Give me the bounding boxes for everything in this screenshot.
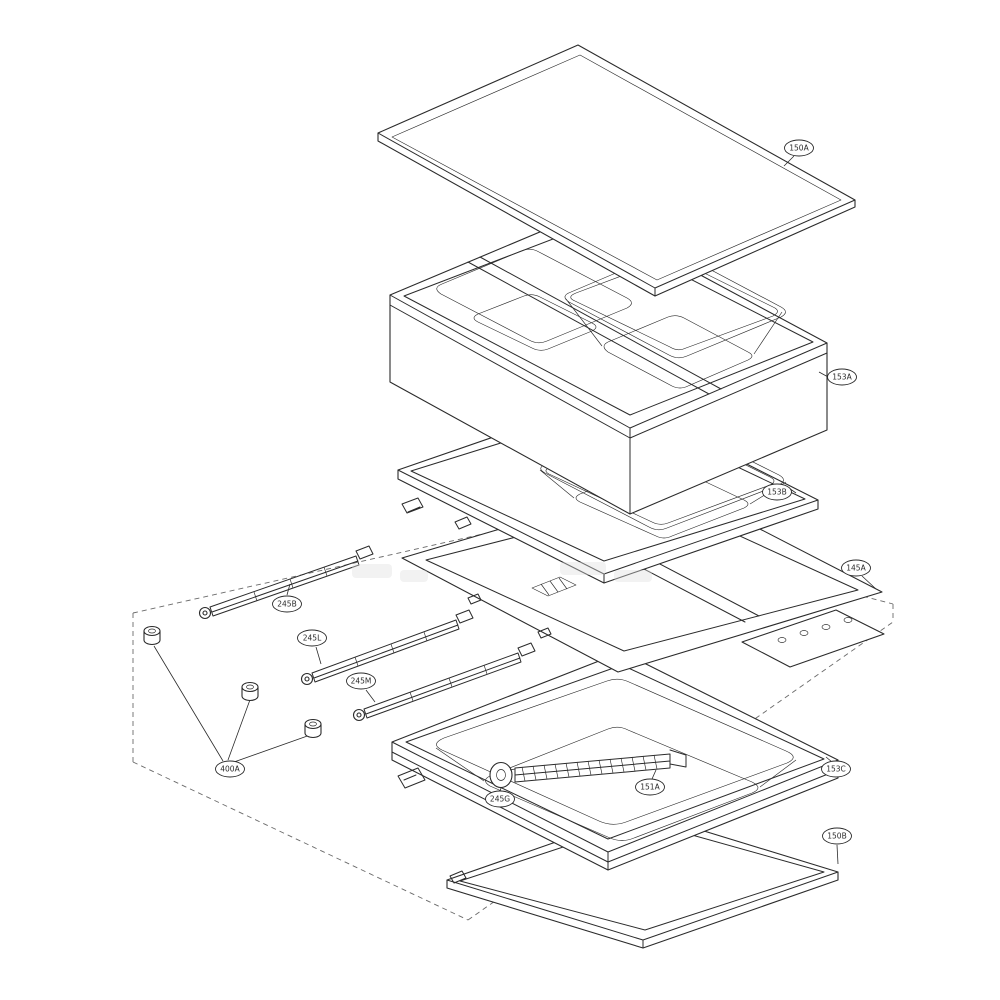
part-label-text: 153A (832, 373, 852, 382)
watermark-mark (614, 570, 652, 582)
leader-line (651, 769, 657, 780)
leader-line (365, 689, 376, 703)
callout-drawer-rail: 151A (635, 769, 665, 796)
drawer-roller (489, 761, 513, 789)
bottom-shelf-details (446, 820, 839, 949)
part-top-shelf (377, 44, 856, 297)
rail-middle-body (311, 609, 474, 683)
callout-bubble (784, 139, 814, 157)
callout-bubble (822, 827, 852, 845)
frame-hatch-and-holes (531, 576, 853, 643)
rail-upper-ticks (253, 566, 328, 602)
rail-upper-roller (198, 607, 212, 619)
callout-tray: 153B (762, 483, 797, 501)
part-label-text: 245G (490, 795, 510, 804)
part-label-text: 245M (351, 677, 372, 686)
callout-bubble (841, 559, 871, 577)
drawer-rail-body (514, 749, 687, 783)
part-rail-upper (198, 545, 374, 619)
bin-right-opening (564, 250, 786, 389)
part-label-text: 400A (220, 765, 240, 774)
callout-bubble (827, 368, 857, 386)
cap-3 (304, 718, 322, 739)
callout-bubble (297, 629, 327, 647)
part-label-text: 245B (277, 600, 296, 609)
leader-line (836, 844, 839, 865)
cap-1-detail (148, 628, 156, 634)
callout-drawer: 153C (821, 756, 851, 778)
part-caps (143, 625, 322, 763)
callout-bottom-shelf: 150B (822, 827, 852, 865)
drawer-rail-hatch (521, 754, 658, 782)
callout-rail-upper: 245B (272, 583, 302, 613)
lower-drawer-inner (435, 678, 797, 841)
part-label-text: 151A (640, 783, 660, 792)
callout-roller: 245G (485, 787, 515, 808)
rail-lower-body (363, 642, 536, 719)
part-drawer-rail (489, 749, 687, 789)
watermark-mark (352, 564, 392, 578)
leader-line (286, 583, 291, 596)
callout-bubble (635, 778, 665, 796)
rail-upper-body (209, 545, 374, 617)
rail-lower-ticks (409, 664, 488, 702)
callout-bubble (346, 672, 376, 690)
callout-frame: 145A (841, 559, 877, 590)
part-label-text: 145A (846, 564, 866, 573)
part-label-text: 150A (789, 144, 809, 153)
part-label-text: 153C (826, 765, 846, 774)
part-label-text: 150B (827, 832, 846, 841)
leader-line (783, 155, 795, 167)
leader-line (315, 646, 322, 665)
top-shelf-outline (377, 44, 856, 297)
part-bottom-shelf (446, 811, 839, 949)
part-label-text: 153B (767, 488, 786, 497)
cap-2 (241, 681, 259, 702)
cap-3-detail (309, 721, 317, 727)
watermark-mark (560, 562, 606, 575)
watermark-mark (400, 570, 428, 582)
part-rail-lower (352, 642, 536, 721)
rail-middle-ticks (354, 631, 428, 667)
lower-drawer-clip (397, 767, 426, 789)
callout-bubble (215, 760, 245, 778)
callout-bubble (821, 760, 851, 778)
cap-2-detail (246, 684, 254, 690)
part-label-text: 245L (303, 634, 322, 643)
callout-rail-lower: 245M (346, 672, 376, 703)
callout-bin: 153A (818, 368, 857, 386)
caps-leader-lines (153, 645, 314, 763)
watermark (352, 562, 652, 582)
top-shelf-bevel (391, 54, 842, 281)
bin-details (389, 225, 828, 515)
cap-1 (143, 625, 161, 646)
tray-details (397, 407, 819, 584)
drawer-roller-hub (496, 768, 516, 781)
callout-top-shelf: 150A (783, 139, 814, 167)
part-rail-middle (300, 609, 474, 685)
leader-line (861, 575, 877, 590)
callout-bubble (762, 483, 792, 501)
callout-bubble (485, 790, 515, 808)
callout-bubble (272, 595, 302, 613)
rail-middle-roller (300, 673, 314, 685)
rail-lower-roller (352, 709, 366, 721)
callout-caps: 400A (215, 760, 245, 778)
frame-details (425, 499, 859, 652)
bin-left-opening (436, 248, 632, 351)
callout-rail-middle: 245L (297, 629, 327, 665)
leader-line (499, 787, 502, 792)
top-shelf-details (377, 132, 856, 297)
